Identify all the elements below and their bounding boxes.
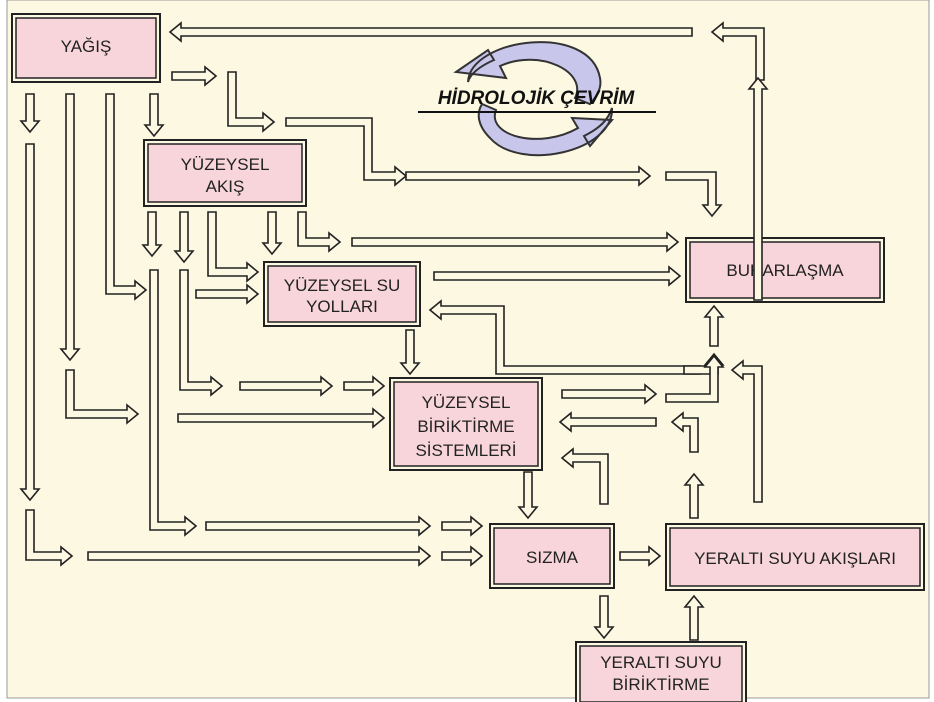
node-yuzeysel-akis: YÜZEYSEL AKIŞ (144, 140, 306, 206)
node-yeralti-biriktirme: YERALTI SUYU BİRİKTİRME (576, 642, 746, 702)
node-buharlasma-label: BUHARLAŞMA (726, 261, 844, 280)
node-sizma-label: SIZMA (526, 548, 579, 567)
node-yuzeysel-biriktirme: YÜZEYSEL BİRİKTİRME SİSTEMLERİ (390, 378, 542, 470)
node-sizma: SIZMA (490, 524, 614, 588)
node-yeralti-akis-label: YERALTI SUYU AKIŞLARI (694, 549, 896, 568)
node-yagis: YAĞIŞ (12, 14, 160, 82)
node-yuzeysel-biriktirme-line1: YÜZEYSEL (422, 393, 511, 412)
node-yuzeysel-akis-line2: AKIŞ (206, 177, 245, 196)
node-yuzeysel-biriktirme-line2: BİRİKTİRME (417, 417, 514, 436)
node-yuzeysel-biriktirme-line3: SİSTEMLERİ (415, 441, 516, 460)
node-buharlasma: BUHARLAŞMA (686, 238, 884, 302)
node-yuzeysel-akis-line1: YÜZEYSEL (181, 155, 270, 174)
node-yuzeysel-su-yollari: YÜZEYSEL SU YOLLARI (264, 262, 420, 326)
node-yuzeysel-su-yollari-line1: YÜZEYSEL SU (284, 276, 401, 295)
node-yeralti-akis: YERALTI SUYU AKIŞLARI (666, 524, 924, 590)
node-yuzeysel-su-yollari-line2: YOLLARI (306, 297, 378, 316)
node-yeralti-biriktirme-line1: YERALTI SUYU (600, 653, 722, 672)
node-yagis-label: YAĞIŞ (61, 37, 112, 56)
node-yeralti-biriktirme-line2: BİRİKTİRME (612, 675, 709, 694)
diagram-title: HİDROLOJİK ÇEVRİM (438, 88, 636, 109)
